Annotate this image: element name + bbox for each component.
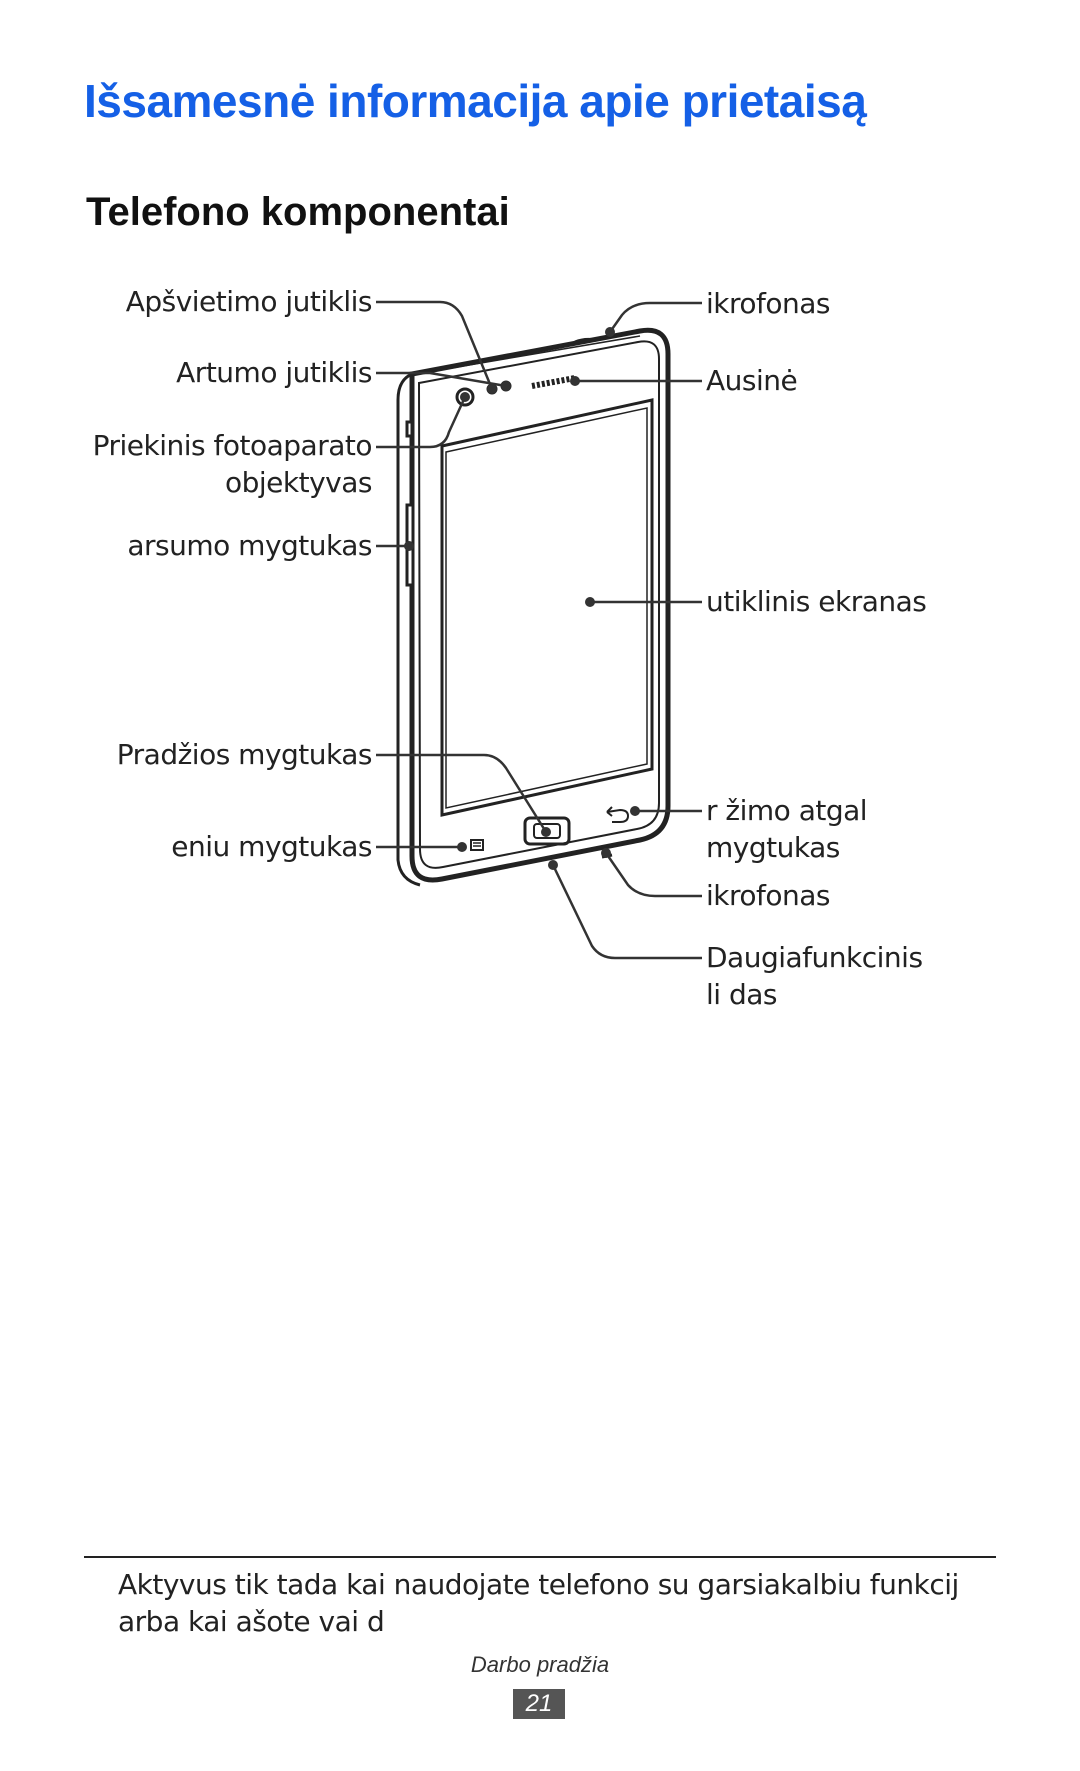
phone-body-edge (417, 340, 660, 869)
label-back-button-line2: mygtukas (706, 831, 840, 864)
callout-mic-bottom (604, 852, 702, 898)
callout-lines (376, 300, 702, 960)
label-volume-button: arsumo mygtukas (127, 529, 372, 562)
phone-illustration (396, 327, 671, 887)
label-mic-bottom: ikrofonas (706, 879, 831, 912)
back-icon (606, 806, 630, 823)
callout-mic-top (608, 301, 702, 333)
section-title-text: Telefono komponentai (86, 190, 510, 234)
label-touchscreen: utiklinis ekranas (706, 585, 927, 618)
label-proximity-sensor: Artumo jutiklis (176, 356, 372, 389)
label-light-sensor: Apšvietimo jutiklis (125, 285, 373, 318)
home-button-inner (533, 823, 561, 839)
proximity-sensor-dot (500, 380, 512, 392)
callout-proximity-sensor (376, 371, 507, 388)
label-earpiece: Ausinė (706, 364, 798, 397)
label-menu-button: eniu mygtukas (171, 830, 372, 863)
top-bezel-line (427, 335, 641, 373)
earpiece-grille (531, 375, 576, 389)
top-mic-hole (574, 337, 596, 344)
footnote: Aktyvus tik tada kai naudojate telefono … (84, 1566, 1024, 1640)
footnote-divider (84, 1556, 996, 1558)
label-mic-top: ikrofonas (706, 287, 831, 320)
light-sensor-dot (486, 383, 498, 395)
callout-front-camera (376, 396, 467, 449)
front-camera-lens (455, 387, 475, 407)
footnote-line2: arba kai ašote vai d (118, 1605, 385, 1638)
page-number: 21 (513, 1689, 565, 1719)
label-front-camera: Priekinis fotoaparato objektyvas (92, 427, 373, 501)
footer-section-name: Darbo pradžia (470, 1652, 610, 1677)
label-multifunction-jack-line2: li das (706, 978, 777, 1011)
label-front-camera-line1: Priekinis fotoaparato (92, 429, 373, 462)
footnote-line1: Aktyvus tik tada kai naudojate telefono … (118, 1568, 959, 1601)
page-title: Išsamesnė informacija apie prietaisą (84, 75, 867, 127)
menu-icon (470, 839, 484, 851)
label-back-button-line1: r žimo atgal (706, 794, 868, 827)
bottom-mic-hole (601, 853, 613, 859)
callout-dots (404, 327, 640, 870)
label-home-button: Pradžios mygtukas (116, 738, 373, 771)
side-key (405, 420, 414, 438)
label-back-button: r žimo atgal mygtukas (706, 792, 868, 866)
screen-inner (445, 407, 648, 809)
home-button-outer (523, 816, 571, 846)
callout-home-button (376, 753, 548, 833)
callout-light-sensor (376, 300, 494, 390)
phone-body (409, 327, 671, 883)
label-multifunction-jack-line1: Daugiafunkcinis (706, 941, 923, 974)
callout-multifunction-jack (551, 864, 702, 960)
section-title: Telefono komponentai (84, 190, 510, 235)
volume-key (405, 503, 415, 587)
label-multifunction-jack: Daugiafunkcinis li das (706, 939, 923, 1013)
label-front-camera-line2: objektyvas (225, 466, 373, 499)
screen-outer (440, 398, 654, 817)
phone-side-edge (396, 372, 421, 887)
